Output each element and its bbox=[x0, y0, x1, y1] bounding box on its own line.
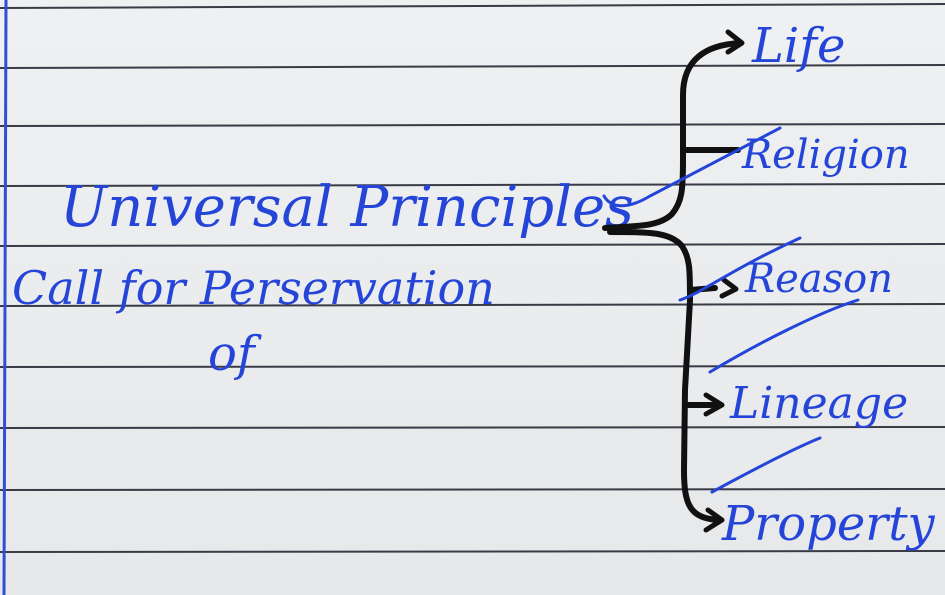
branch-life: Life bbox=[751, 18, 845, 74]
rule-line bbox=[0, 123, 945, 127]
arrowheads bbox=[703, 29, 745, 533]
branch-reason: Reason bbox=[744, 256, 893, 302]
rule-line bbox=[0, 243, 945, 247]
arrowhead-icon bbox=[703, 392, 725, 417]
brace-connector bbox=[602, 40, 743, 523]
arrowhead-icon bbox=[719, 277, 739, 299]
rule-line bbox=[0, 64, 945, 69]
branch-lineage: Lineage bbox=[729, 378, 908, 429]
heading-line-2: Call for Perservation bbox=[12, 261, 495, 315]
rule-line bbox=[0, 183, 945, 187]
branch-religion: Religion bbox=[741, 132, 910, 178]
check-mark-icon bbox=[710, 436, 822, 494]
check-mark-icon bbox=[678, 236, 802, 302]
brace-lower bbox=[607, 229, 721, 523]
rule-line bbox=[0, 303, 945, 307]
arrowhead-icon bbox=[725, 29, 745, 55]
margin-line bbox=[2, 0, 8, 595]
branch-property: Property bbox=[721, 496, 936, 552]
arrowhead-icon bbox=[703, 507, 725, 533]
check-mark-icon bbox=[602, 126, 782, 208]
rule-line bbox=[0, 426, 945, 429]
brace-upper bbox=[602, 40, 743, 231]
rule-line bbox=[0, 488, 945, 491]
check-mark-icon bbox=[708, 298, 860, 374]
ruled-lines bbox=[0, 3, 945, 553]
heading-line-1: Universal Principles bbox=[60, 175, 634, 240]
rule-line bbox=[0, 550, 945, 553]
rule-line bbox=[0, 3, 945, 9]
rule-line bbox=[0, 365, 945, 368]
check-marks bbox=[602, 126, 860, 494]
heading-line-3: of bbox=[208, 326, 262, 382]
